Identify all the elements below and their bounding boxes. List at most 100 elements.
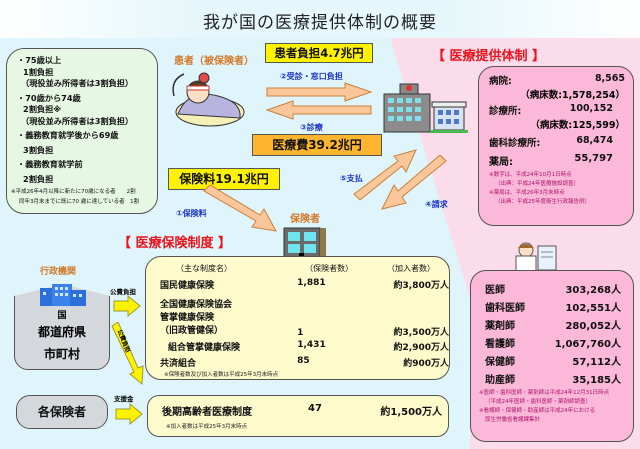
step1-label: ①保険料 [176,209,207,218]
profession-label: 歯科医師 [485,303,525,314]
clinic-beds: （病床数:125,599） [530,120,625,131]
provision-heading: 【 医療提供体制 】 [432,49,546,64]
profession-label: 保健師 [485,357,515,368]
professional-note-3: ※看護師・保健師・助産師は平成24年における [479,408,596,414]
burden-preschool-ratio: 2割負担 [23,173,54,184]
patient-label: 患者（被保険者） [174,56,254,67]
professional-note-2: （平成24年医師・歯科医師・薬剤師調査） [485,399,591,405]
profession-label: 医師 [485,285,505,296]
dental-label: 歯科診療所: [489,138,541,149]
header-system-name: （主な制度名） [176,264,232,273]
row-members: 約2,900万人 [393,343,449,353]
dental-value: 68,474 [576,135,613,146]
professional-note-1: ※医師・歯科医師・薬剤師は平成24年12月31日時点 [479,390,610,396]
government-prefecture: 都道府県 [37,325,86,339]
burden-note-2: 同年3月末までに既に70 歳に達している者 1割 [19,199,140,205]
profession-value: 102,551人 [565,303,621,314]
pharmacy-value: 55,797 [574,153,613,164]
professional-row: 歯科医師 102,551人 [485,299,621,317]
professional-row: 助産師 35,185人 [485,371,621,389]
professional-row: 保健師 57,112人 [485,353,621,371]
arrow-payment-icon [353,149,417,201]
profession-value: 57,112人 [572,357,621,368]
insurer-label: 保険者 [290,214,320,225]
burden-preschool-label: ・義務教育就学前 [17,159,83,169]
profession-label: 助産師 [485,375,515,386]
arrow-public-burden-icon [113,295,141,317]
professionals-box: 医師 303,268人 歯科医師 102,551人 薬剤師 280,052人 看護師 1… [470,270,634,442]
step2-label: ②受診・窓口負担 [280,72,343,81]
hospitals-value: 8,565 [594,73,625,84]
elderly-system-box: 後期高齢者医療制度 47 約1,500万人 ※加入者数は平成25年3月末時点 [147,395,449,437]
step4-label: ④請求 [425,200,448,209]
profession-label: 薬剤師 [485,321,515,332]
profession-value: 1,067,760人 [554,339,621,350]
hospital-beds: （病床数:1,578,254） [520,90,625,101]
row-members: 約3,800万人 [393,281,449,291]
row-count: 1,431 [297,340,326,350]
support-label: 支援金 [114,395,134,403]
doctor-icon [515,242,557,275]
government-label: 行政機関 [40,267,77,277]
facilities-box: 病院: 8,565 （病床数:1,578,254） 診療所: 100,152 （病床… [478,66,634,226]
professional-row: 薬剤師 280,052人 [485,317,621,335]
insurer-building-icon [283,227,326,259]
insurance-heading: 【 医療保険制度 】 [118,236,232,251]
profession-value: 303,268人 [565,285,621,296]
header-insurer-count: （保険者数） [305,264,354,273]
facility-note-3: ※薬局は、平成26年3月末時点 [489,190,565,196]
burden-70-ratio: 2割負担※ [23,104,62,114]
government-building-icon [40,284,86,306]
table-row: 国民健康保険 1,881 約3,800万人 [160,278,449,294]
header-member-count: （加入者数） [387,264,435,273]
facility-note-4: （出典：平成25年度衛生行政報告例） [495,199,590,205]
arrow-support-icon [115,403,143,425]
facility-note-1: ※数字は、平成24年10月1日時点 [489,172,572,178]
profession-label: 看護師 [485,339,515,350]
row-members: 約3,500万人 [393,328,449,338]
professional-note-4: 厚生労働省看護課集計 [485,417,541,423]
burden-note-1: ※平成26年4月以降に新たに70歳になる者 2割 [11,189,136,195]
step3-label: ③診療 [300,123,323,132]
row-name: 国民健康保険 [160,281,215,291]
row-count: 1,881 [297,278,326,288]
page-title: 我が国の医療提供体制の概要 [203,13,437,33]
pharmacy-label: 薬局: [489,157,513,168]
burden-69-ratio: 3割負担 [23,144,54,155]
hospital-building-icon [383,83,468,133]
sick-patient-icon [172,72,245,127]
burden-69-label: ・義務教育就学後から69歳 [17,130,119,140]
table-row: 組合管掌健康保険 1,431 約2,900万人 [160,340,449,356]
step5-label: ⑤支払 [340,174,363,183]
burden-75-label: ・75歳以上 [17,55,62,65]
public-burden-label-1: 公費負担 [110,288,136,296]
facility-note-2: （出典：平成24年医療施設調査） [495,181,579,187]
clinics-value: 100,152 [569,103,613,114]
profession-value: 35,185人 [572,375,621,386]
burden-ratio-box: ・75歳以上 1割負担 （現役並み所得者は3割負担） ・70歳から74歳 2割負… [6,48,158,214]
row-count: 1 [297,328,304,338]
professional-row: 医師 303,268人 [485,281,621,299]
title-band [0,0,640,38]
burden-75-note: （現役並み所得者は3割負担） [21,78,134,88]
arrow-right-icon [266,82,373,102]
burden-70-label: ・70歳から74歳 [17,92,81,103]
elderly-members: 約1,500万人 [380,407,442,418]
arrow-left-icon [265,100,372,120]
insurance-note: ※保険者数及び加入者数は平成25年3月末時点 [164,372,279,378]
medical-cost-label: 医療費39.2兆円 [252,134,382,156]
burden-75-ratio: 1割負担 [23,66,54,77]
patient-burden-label: 患者負担4.7兆円 [265,43,373,63]
arrow-premium-to-insurer-icon [203,185,277,232]
each-insurer-box: 各保険者 [16,395,108,429]
table-row: 共済組合 85 約900万人 [160,356,449,370]
professional-row: 看護師 1,067,760人 [485,335,621,353]
hospitals-label: 病院: [489,76,512,87]
elderly-count: 47 [308,403,322,414]
row-name: 全国健康保険協会 管掌健康保険 （旧政管健保） [160,300,233,336]
clinics-label: 診療所: [489,106,522,117]
profession-value: 280,052人 [565,321,621,332]
premium-label: 保険料19.1兆円 [168,168,280,190]
elderly-note: ※加入者数は平成25年3月末時点 [166,424,248,430]
row-count: 85 [297,356,310,366]
